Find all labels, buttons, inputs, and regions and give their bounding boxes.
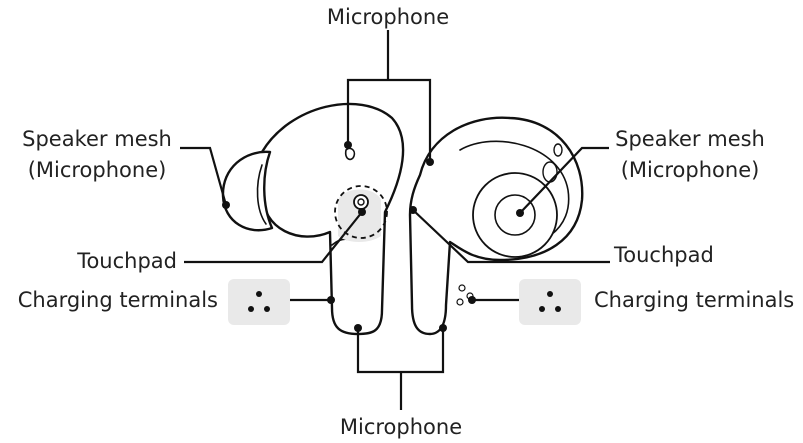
label-microphone-bottom: Microphone [340, 415, 462, 439]
label-charging-terminals-left: Charging terminals [18, 288, 218, 312]
label-speaker-mesh-left-sub: (Microphone) [28, 158, 167, 182]
charging-terminals-icon [228, 279, 290, 325]
label-charging-terminals-right: Charging terminals [594, 288, 794, 312]
leader-touchpad-left [184, 211, 363, 264]
label-touchpad-right: Touchpad [613, 243, 714, 267]
label-microphone-top: Microphone [327, 5, 449, 29]
charging-terminals-icon [519, 279, 581, 325]
label-touchpad-left: Touchpad [76, 249, 177, 273]
label-speaker-mesh-left: Speaker mesh [22, 127, 172, 151]
label-speaker-mesh-right: Speaker mesh [615, 127, 765, 151]
leader-touchpad-right [412, 209, 610, 264]
leader-speaker-mesh-right [519, 146, 609, 214]
leader-speaker-mesh-left [180, 146, 228, 206]
right-earbud-icon [408, 116, 584, 336]
label-speaker-mesh-right-sub: (Microphone) [621, 158, 760, 182]
